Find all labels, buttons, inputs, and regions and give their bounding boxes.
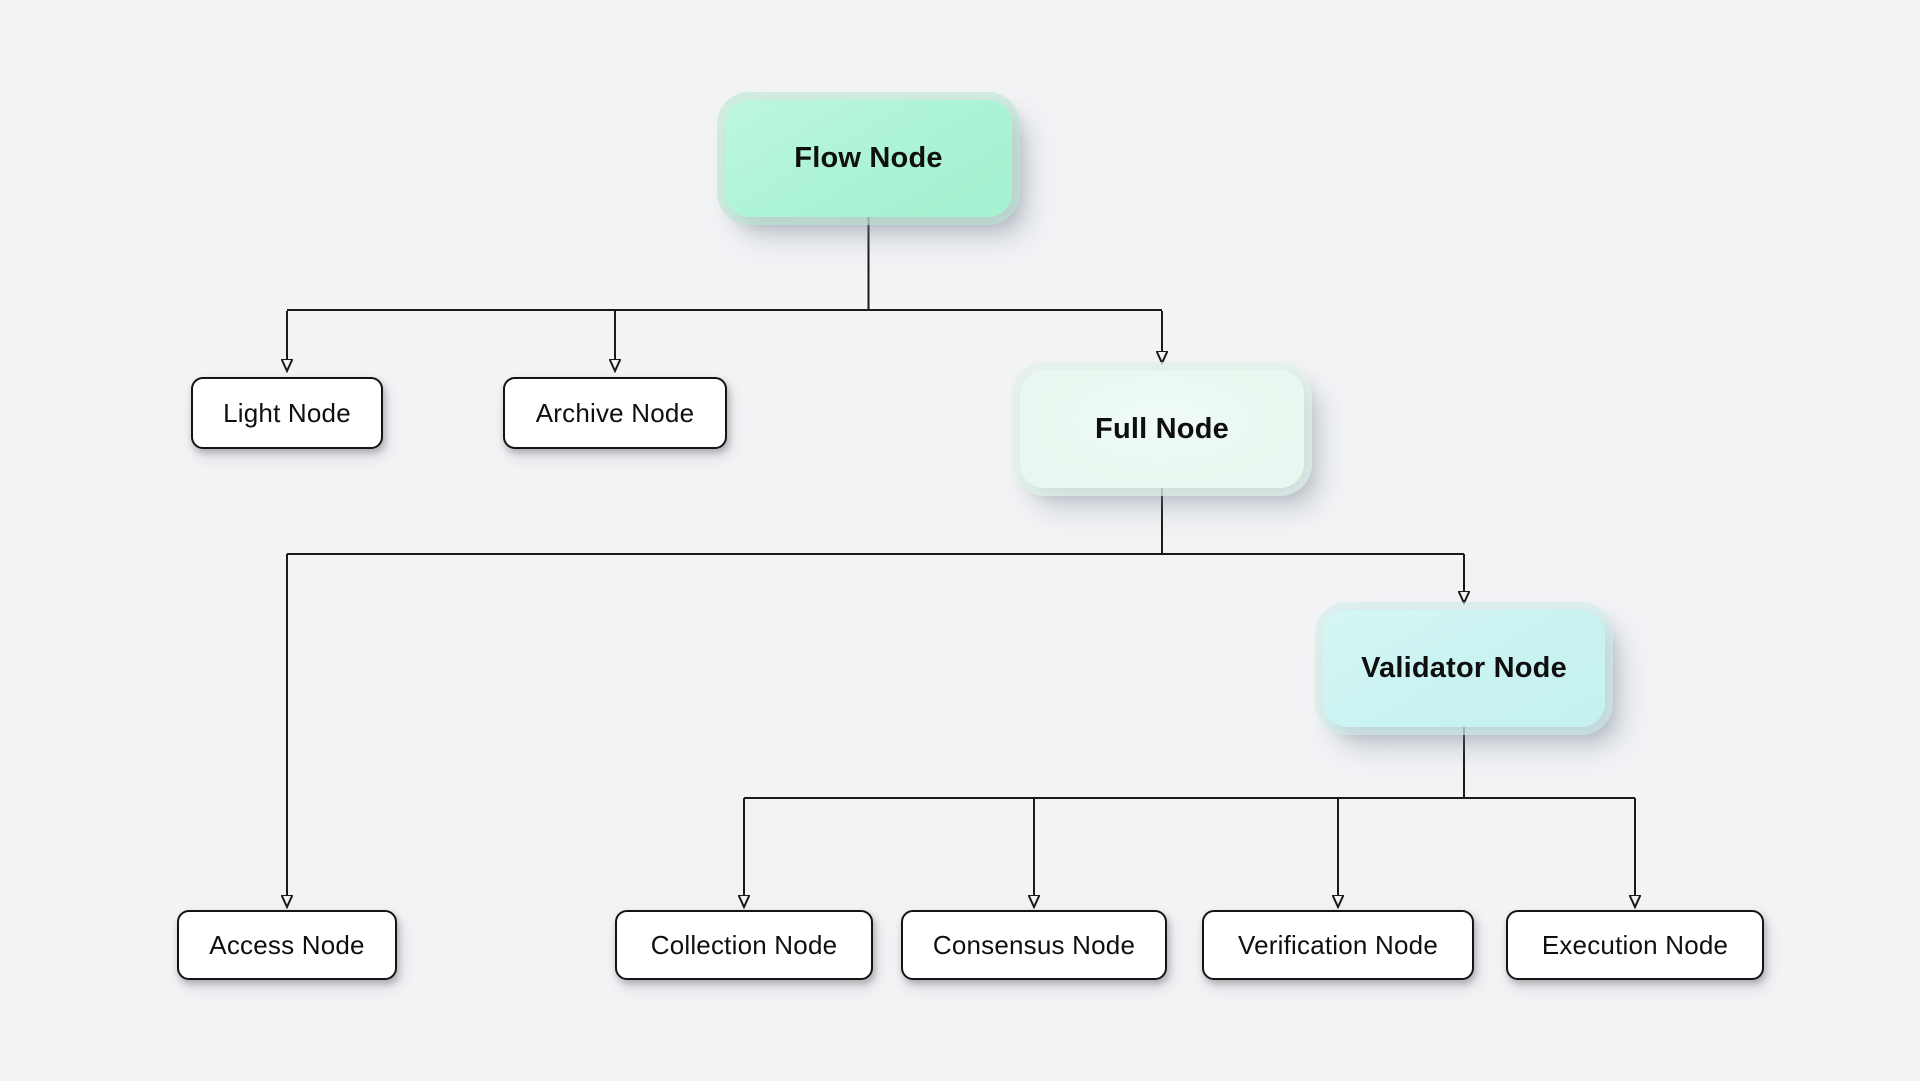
node-archive-node-label: Archive Node — [535, 397, 695, 428]
node-validator-node[interactable]: Validator Node — [1323, 610, 1605, 727]
node-consensus-node-label: Consensus Node — [932, 929, 1136, 960]
node-collection-node-label: Collection Node — [650, 929, 838, 960]
node-light-node[interactable]: Light Node — [191, 377, 383, 449]
node-flow-node-label: Flow Node — [794, 142, 943, 174]
node-archive-node[interactable]: Archive Node — [503, 377, 727, 449]
node-execution-node[interactable]: Execution Node — [1506, 910, 1764, 980]
node-light-node-label: Light Node — [223, 397, 351, 428]
node-access-node[interactable]: Access Node — [177, 910, 397, 980]
node-validator-node-label: Validator Node — [1361, 652, 1567, 684]
node-verification-node[interactable]: Verification Node — [1202, 910, 1474, 980]
node-full-node[interactable]: Full Node — [1020, 370, 1304, 488]
node-flow-node[interactable]: Flow Node — [725, 100, 1012, 217]
node-collection-node[interactable]: Collection Node — [615, 910, 873, 980]
node-verification-node-label: Verification Node — [1238, 929, 1438, 960]
node-execution-node-label: Execution Node — [1541, 929, 1729, 960]
node-access-node-label: Access Node — [209, 929, 365, 960]
node-consensus-node[interactable]: Consensus Node — [901, 910, 1167, 980]
node-full-node-label: Full Node — [1095, 412, 1229, 445]
